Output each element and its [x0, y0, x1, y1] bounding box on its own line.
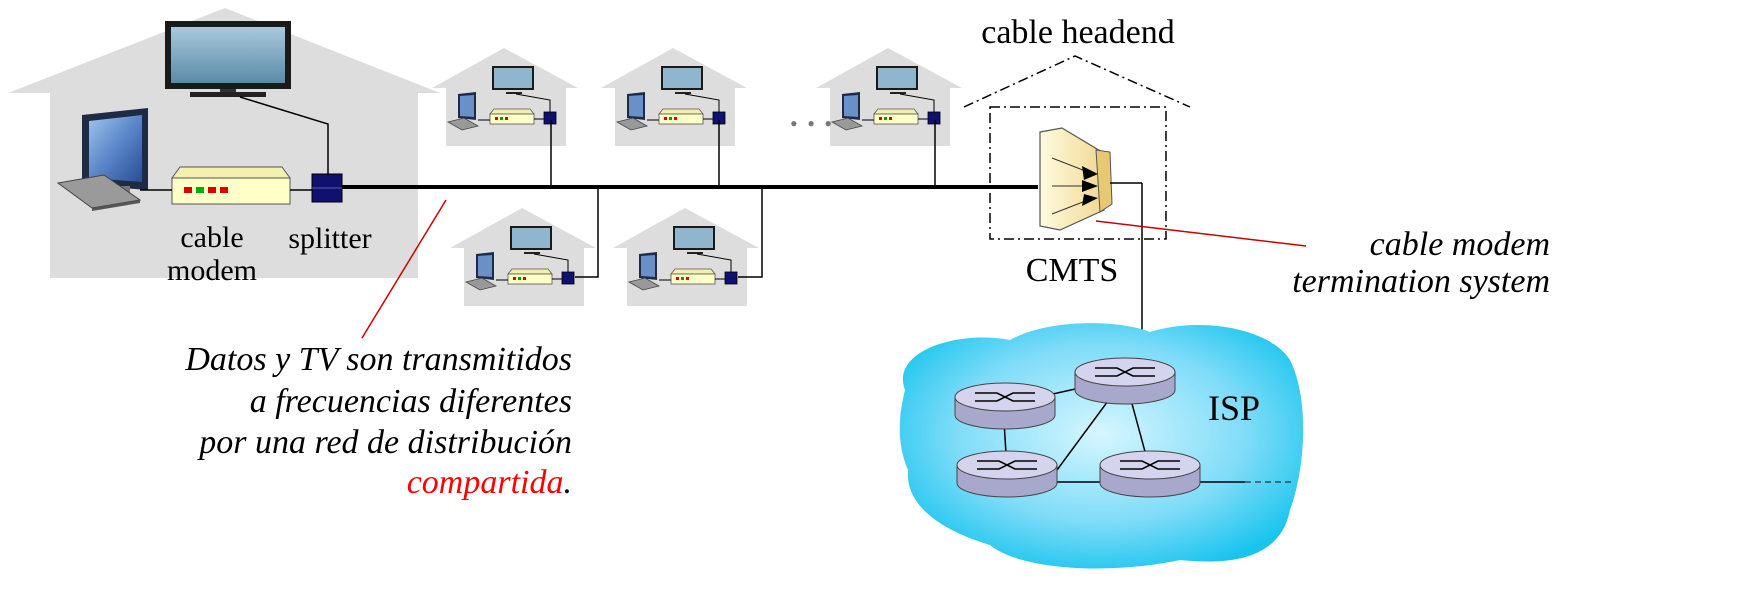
router-icon	[954, 382, 1056, 430]
cmts-icon	[1039, 127, 1113, 231]
more-homes-ellipsis: • • •	[790, 111, 834, 136]
cmts-description-line2: termination system	[1292, 263, 1550, 300]
neighbor-home-5	[613, 208, 759, 306]
caption: Datos y TV son transmitidos a frecuencia…	[184, 341, 572, 501]
splitter-icon	[543, 111, 557, 125]
home-large	[8, 8, 440, 278]
cable-headend-label: cable headend	[981, 14, 1175, 51]
caption-tail: .	[564, 464, 573, 501]
cable-modem-icon	[489, 108, 535, 125]
computer-icon	[464, 252, 498, 291]
caption-line1: Datos y TV son transmitidos	[184, 341, 572, 378]
cable-headend: cable headend	[963, 14, 1191, 240]
house-shape	[816, 48, 962, 146]
cable-modem-icon	[507, 268, 553, 285]
neighbor-home-2	[601, 48, 747, 146]
home-wiring	[862, 93, 935, 121]
home-wiring	[140, 96, 329, 191]
tv-icon	[661, 66, 703, 94]
neighbor-home-1	[432, 48, 578, 146]
isp-label: ISP	[1208, 388, 1260, 428]
router-icon	[956, 450, 1058, 498]
caption-line3: por una red de distribución	[197, 424, 572, 461]
home-wiring	[647, 93, 720, 121]
shared-cable	[342, 120, 1038, 278]
home-wiring	[478, 93, 551, 121]
cmts-label: CMTS	[1026, 252, 1119, 289]
computer-icon	[446, 92, 480, 131]
computer-icon	[830, 92, 864, 131]
caption-line4: compartida.	[407, 464, 572, 501]
tv-icon	[876, 66, 918, 94]
house-shape	[450, 208, 596, 306]
neighbor-homes	[432, 48, 962, 306]
neighbor-home-4	[450, 208, 596, 306]
home-wiring	[496, 253, 569, 281]
routers	[954, 357, 1292, 498]
computer-icon	[56, 108, 148, 211]
tv-icon	[492, 66, 534, 94]
computer-icon	[615, 92, 649, 131]
router-icon	[1099, 450, 1201, 498]
tv-icon	[510, 226, 552, 254]
house-shape	[8, 8, 440, 278]
tv-icon	[165, 21, 291, 97]
house-shape	[601, 48, 747, 146]
house-shape	[432, 48, 578, 146]
splitter-icon	[724, 271, 738, 285]
caption-highlight: compartida	[407, 464, 564, 501]
router-icon	[1074, 357, 1176, 405]
cable-modem-icon	[873, 108, 919, 125]
cable-modem-icon	[670, 268, 716, 285]
isp-network: ISP	[899, 323, 1304, 569]
neighbor-home-3	[816, 48, 962, 146]
cable-modem-icon	[171, 166, 291, 205]
cmts-description-line1: cable modem	[1370, 226, 1550, 263]
home-wiring	[659, 253, 732, 281]
computer-icon	[627, 252, 661, 291]
headend-box	[989, 106, 1167, 240]
cable-modem-label-line1: cable	[180, 221, 243, 254]
splitter-icon	[927, 111, 941, 125]
splitter-label: splitter	[288, 222, 371, 255]
splitter-icon	[311, 173, 343, 203]
tv-icon	[673, 226, 715, 254]
caption-line2: a frecuencias diferentes	[250, 383, 572, 420]
cmts-annotation-line	[1095, 220, 1307, 247]
caption-annotation-line	[361, 199, 447, 339]
splitter-icon	[561, 271, 575, 285]
house-shape	[613, 208, 759, 306]
headend-roof	[963, 55, 1191, 108]
cable-modem-label-line2: modem	[167, 254, 257, 287]
cable-modem-icon	[658, 108, 704, 125]
